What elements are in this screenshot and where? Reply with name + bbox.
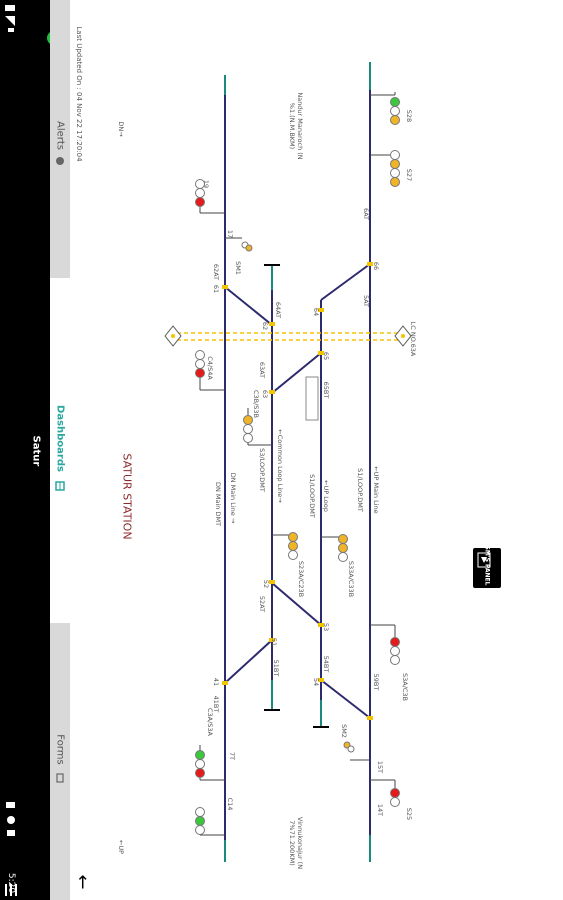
route-box bbox=[305, 376, 319, 421]
label-code-14t: 14T bbox=[376, 803, 384, 817]
tab-forms-label: Forms bbox=[54, 734, 66, 765]
label-up-main: ←UP Main Line bbox=[372, 466, 380, 514]
battery-icon bbox=[5, 5, 15, 32]
label-s28: S28 bbox=[405, 109, 413, 123]
label-code-41bt: 41BT bbox=[212, 695, 220, 713]
signal-s3a-c3b bbox=[390, 637, 400, 665]
label-code-54bt: 54BT bbox=[322, 655, 330, 673]
tab-forms[interactable]: Forms bbox=[50, 623, 70, 900]
signal-c4-s4a bbox=[195, 350, 205, 378]
menu-icon bbox=[5, 884, 17, 896]
label-64: 64 bbox=[312, 307, 320, 317]
signal-s28 bbox=[390, 97, 400, 125]
label-up-main-code: S1/LOOP.DMT bbox=[356, 468, 364, 512]
form-icon bbox=[56, 773, 64, 783]
tab-dashboards[interactable]: Dashboards bbox=[50, 278, 70, 623]
label-c4-s4a: C4/S4A bbox=[206, 356, 214, 380]
label-code-7t: 7T bbox=[228, 751, 236, 761]
shunt-signal-sm-icon bbox=[343, 741, 370, 761]
label-code-59bt: 59BT bbox=[372, 673, 380, 691]
label-19: 19 bbox=[202, 179, 210, 189]
label-code-51bt: 51BT bbox=[272, 659, 280, 677]
sm-panel-label: SM'S PANEL bbox=[483, 545, 491, 586]
dashboard-icon bbox=[55, 481, 65, 491]
label-62: 62 bbox=[261, 321, 269, 331]
label-up-loop-code: S1/LOOP.DMT bbox=[308, 474, 316, 518]
label-code-63at: 63AT bbox=[258, 361, 266, 379]
label-17: 17 bbox=[226, 229, 234, 239]
signal-s33a-c33b bbox=[338, 534, 348, 562]
shunt-signal-17-icon bbox=[225, 237, 253, 252]
notification-icons bbox=[6, 802, 15, 836]
signal-c3b-s3b bbox=[243, 415, 253, 443]
label-54: 54 bbox=[312, 677, 320, 687]
panel-icon bbox=[477, 552, 491, 568]
tab-alerts-label: Alerts bbox=[54, 120, 66, 150]
label-63: 63 bbox=[261, 389, 269, 399]
bell-icon bbox=[56, 157, 64, 165]
label-c14: C14 bbox=[226, 797, 234, 811]
label-s27: S27 bbox=[405, 168, 413, 182]
label-code-62at: 62AT bbox=[212, 263, 220, 281]
status-bar: 5:20 bbox=[0, 0, 22, 900]
label-code-64at: 64AT bbox=[274, 301, 282, 319]
label-66: 66 bbox=[372, 261, 380, 271]
signal-s27 bbox=[390, 150, 400, 187]
label-lc-no: LC NO.63A bbox=[409, 321, 417, 357]
label-up-loop: ←UP Loop bbox=[322, 480, 330, 512]
label-sm2: SM2 bbox=[340, 724, 348, 738]
label-code-52at: 52AT bbox=[258, 595, 266, 613]
dashboard-main: ← Last Updated On : 04 Nov 22 17:20:04 S… bbox=[70, 0, 563, 900]
label-65: 65 bbox=[322, 351, 330, 361]
tab-alerts[interactable]: Alerts bbox=[50, 0, 70, 278]
label-code-5at: 5AT bbox=[362, 294, 370, 308]
sm-panel-button[interactable]: SM'S PANEL bbox=[473, 546, 501, 588]
signal-s25 bbox=[390, 788, 400, 807]
label-code-6at: 6AT bbox=[362, 207, 370, 221]
tab-dashboards-label: Dashboards bbox=[54, 405, 66, 472]
signal-s23a-c23b bbox=[288, 532, 298, 560]
label-dn-main-code: DN Main DMT bbox=[214, 481, 222, 527]
label-s3a-c3b: S3A/C3B bbox=[401, 672, 409, 702]
app-bar: Satur bbox=[22, 0, 61, 900]
label-52: 52 bbox=[262, 579, 270, 589]
signal-c14 bbox=[195, 807, 205, 835]
track-diagram bbox=[164, 62, 412, 862]
label-common-loop: ←Common Loop Line→ bbox=[276, 429, 284, 503]
label-41: 41 bbox=[212, 677, 220, 687]
label-51: 51 bbox=[270, 637, 278, 647]
label-c3b-s3b: C3B/S3B bbox=[252, 389, 260, 419]
tab-dashboards-active bbox=[50, 278, 70, 623]
label-53: 53 bbox=[322, 622, 330, 632]
label-s33a-c33b: S33A/C33B bbox=[347, 560, 355, 598]
label-common-code: S3/LOOP.DMT bbox=[258, 448, 266, 492]
label-dn-main-line: DN Main Line → bbox=[229, 472, 237, 524]
label-s23a-c23b: S23A/C23B bbox=[297, 560, 305, 598]
app-title: Satur bbox=[30, 435, 42, 467]
label-sm1: SM1 bbox=[234, 261, 242, 275]
signal-c3a-s3a bbox=[195, 750, 205, 778]
label-code-65bt: 65BT bbox=[322, 381, 330, 399]
signal-s19 bbox=[195, 179, 205, 207]
label-s25: S25 bbox=[405, 807, 413, 821]
label-code-15t: 15T bbox=[376, 760, 384, 774]
